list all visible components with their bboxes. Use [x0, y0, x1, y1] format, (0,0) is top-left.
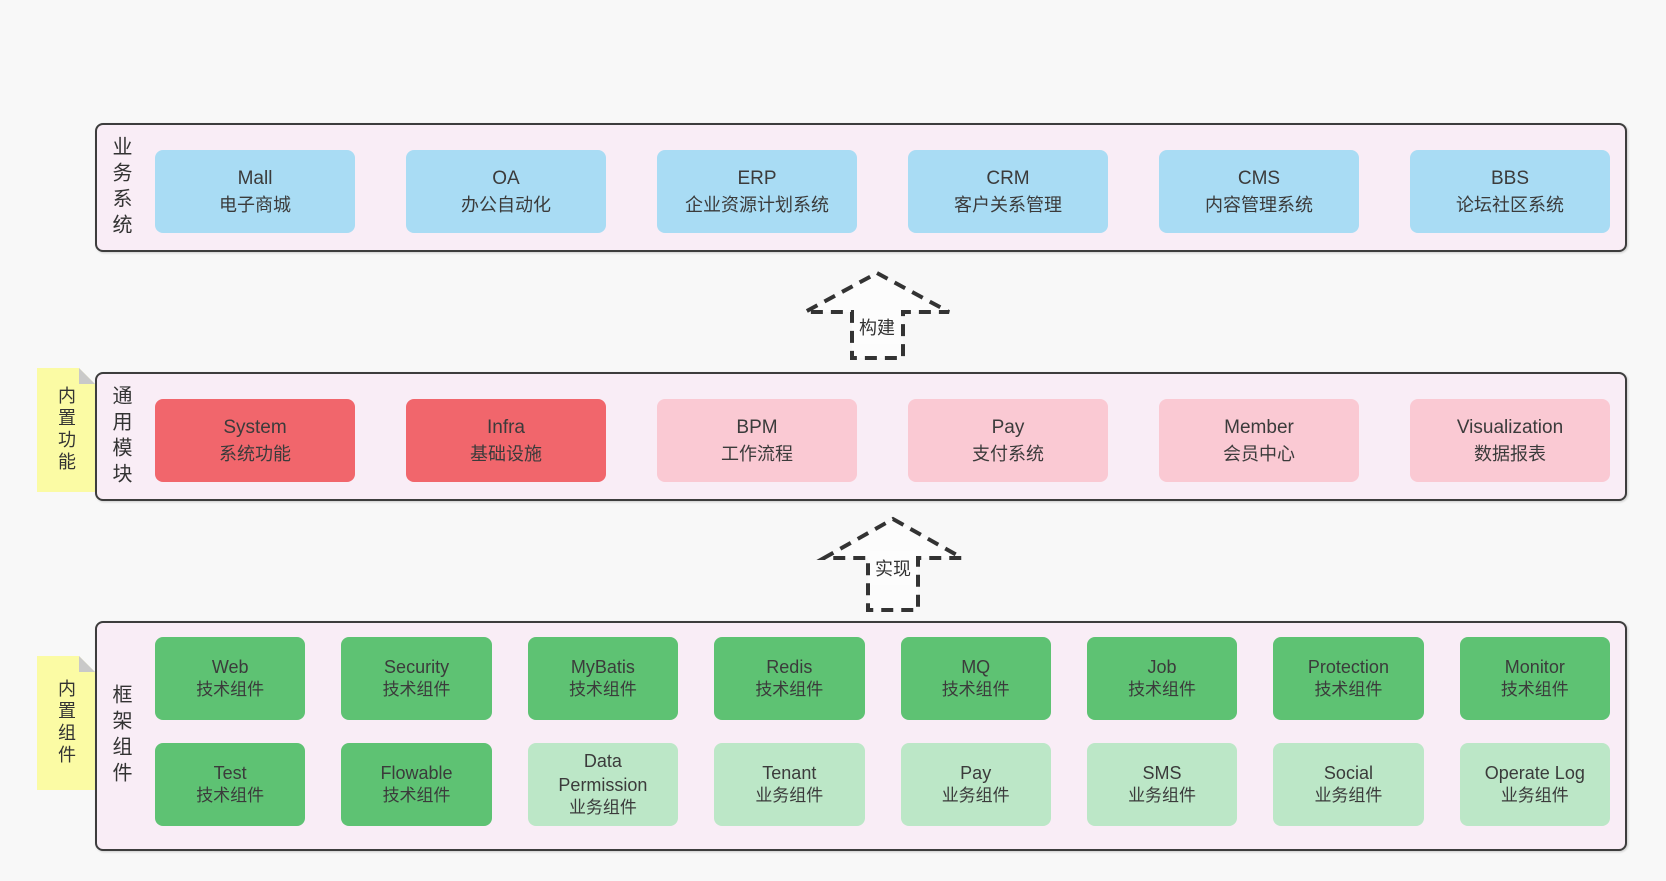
box-bpm: BPM 工作流程 — [657, 399, 857, 482]
tag-fold-corner-icon — [79, 656, 95, 672]
layer-framework-components: 框架组件 Web 技术组件 Security 技术组件 MyBatis 技术组件… — [95, 621, 1627, 851]
layer-business-label: 业务系统 — [109, 135, 131, 240]
box-oa: OA 办公自动化 — [406, 150, 606, 233]
box-sms: SMS 业务组件 — [1086, 743, 1238, 826]
box-bbs: BBS 论坛社区系统 — [1410, 150, 1610, 233]
box-mybatis: MyBatis 技术组件 — [527, 637, 679, 720]
layer-modules-label: 通用模块 — [109, 384, 131, 489]
modules-boxes-row: System 系统功能 Infra 基础设施 BPM 工作流程 Pay 支付系统… — [155, 399, 1610, 482]
box-pay-module: Pay 支付系统 — [908, 399, 1108, 482]
layer-framework-label: 框架组件 — [109, 684, 131, 788]
box-cms: CMS 内容管理系统 — [1159, 150, 1359, 233]
box-tenant: Tenant 业务组件 — [714, 743, 865, 826]
box-erp: ERP 企业资源计划系统 — [657, 150, 857, 233]
tag-builtin-components: 内置组件 — [37, 656, 95, 790]
box-security: Security 技术组件 — [341, 637, 492, 720]
box-flowable: Flowable 技术组件 — [341, 743, 492, 826]
arrow-implement-label: 实现 — [870, 551, 916, 585]
box-social: Social 业务组件 — [1273, 743, 1424, 826]
box-protection: Protection 技术组件 — [1273, 637, 1424, 720]
arrow-build-label: 构建 — [854, 310, 900, 344]
box-job: Job 技术组件 — [1086, 637, 1238, 720]
box-monitor: Monitor 技术组件 — [1459, 637, 1610, 720]
tag-builtin-components-label: 内置组件 — [56, 679, 76, 767]
box-mall: Mall 电子商城 — [155, 150, 355, 233]
box-test: Test 技术组件 — [155, 743, 306, 826]
tag-builtin-features: 内置功能 — [37, 368, 95, 492]
box-infra: Infra 基础设施 — [406, 399, 606, 482]
box-web: Web 技术组件 — [155, 637, 306, 720]
tag-fold-corner-icon — [79, 368, 95, 384]
box-crm: CRM 客户关系管理 — [908, 150, 1108, 233]
box-redis: Redis 技术组件 — [714, 637, 865, 720]
tag-builtin-features-label: 内置功能 — [56, 386, 76, 474]
business-boxes-row: Mall 电子商城 OA 办公自动化 ERP 企业资源计划系统 CRM 客户关系… — [155, 150, 1610, 233]
box-operate-log: Operate Log 业务组件 — [1459, 743, 1610, 826]
framework-row-1: Web 技术组件 Security 技术组件 MyBatis 技术组件 Redi… — [155, 637, 1610, 720]
box-visualization: Visualization 数据报表 — [1410, 399, 1610, 482]
framework-row-2: Test 技术组件 Flowable 技术组件 Data Permission … — [155, 743, 1610, 826]
layer-business-systems: 业务系统 Mall 电子商城 OA 办公自动化 ERP 企业资源计划系统 CRM… — [95, 123, 1627, 252]
layer-common-modules: 通用模块 System 系统功能 Infra 基础设施 BPM 工作流程 Pay… — [95, 372, 1627, 501]
box-mq: MQ 技术组件 — [900, 637, 1051, 720]
box-system: System 系统功能 — [155, 399, 355, 482]
box-pay-component: Pay 业务组件 — [900, 743, 1051, 826]
box-member: Member 会员中心 — [1159, 399, 1359, 482]
box-data-permission: Data Permission 业务组件 — [527, 743, 679, 826]
